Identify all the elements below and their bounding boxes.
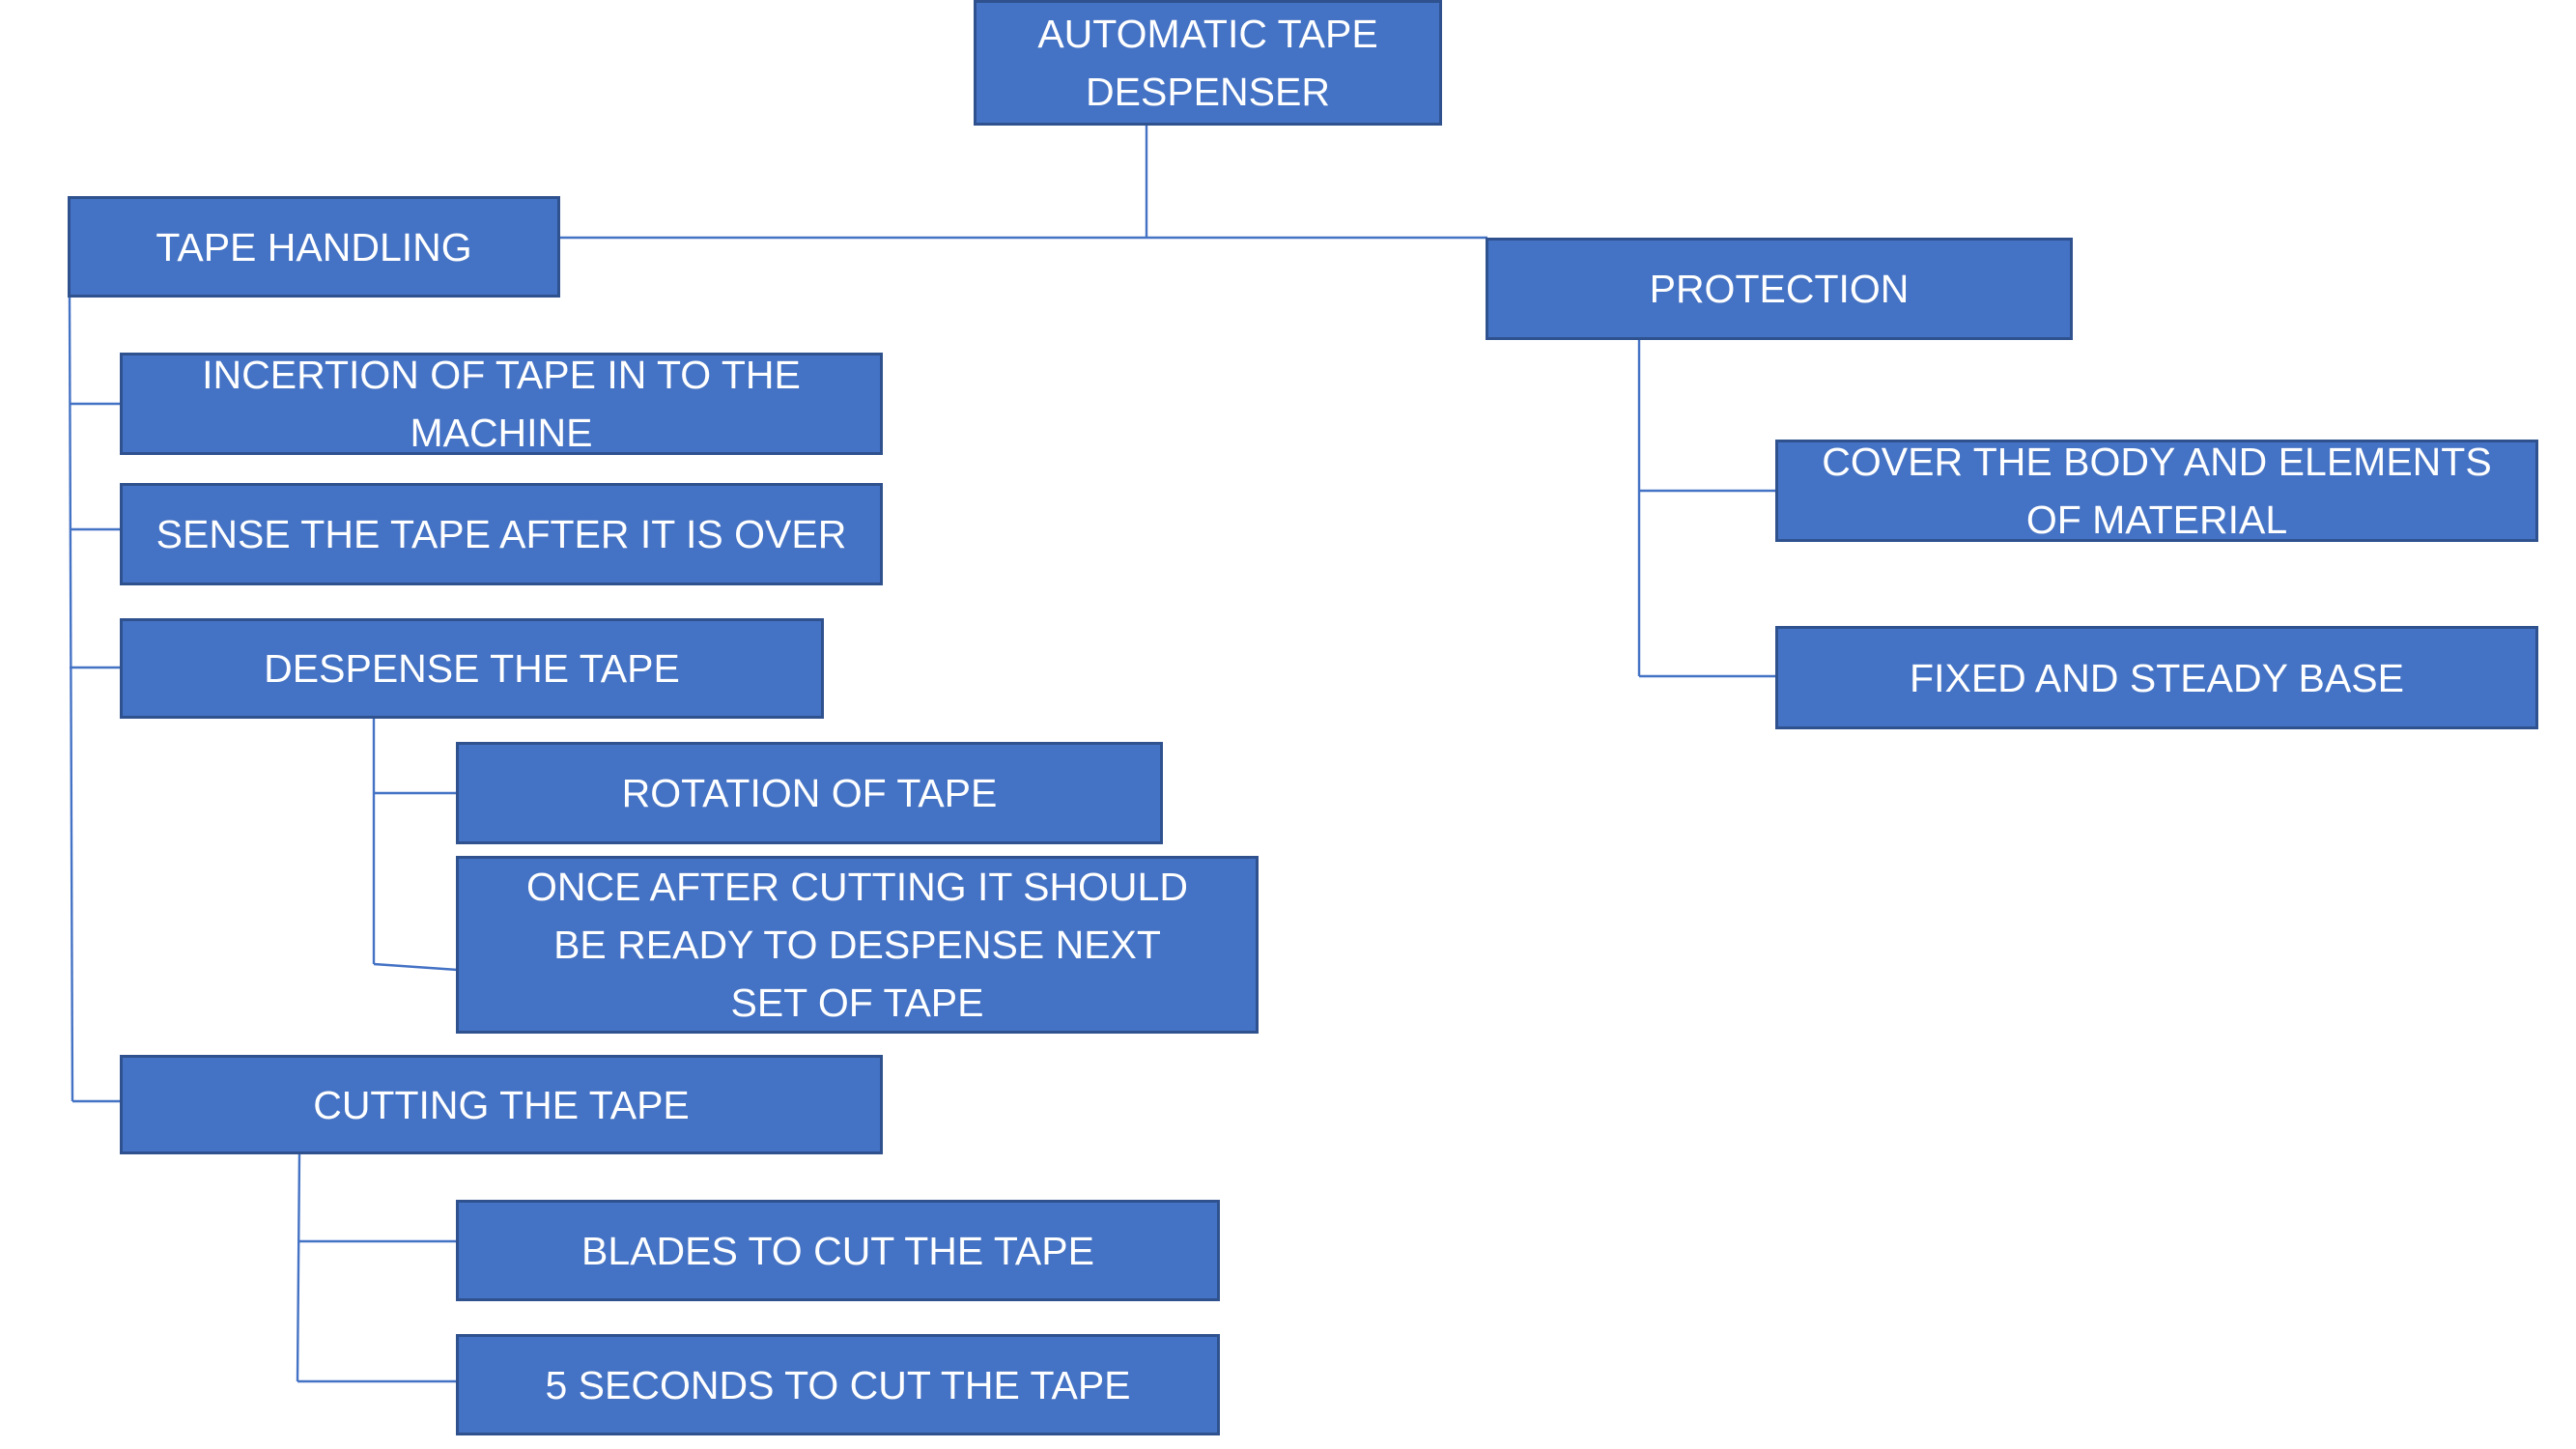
connector-ready-next (373, 962, 459, 972)
node-label: SENSE THE TAPE AFTER IT IS OVER (156, 512, 847, 556)
node-automatic-tape-despenser: AUTOMATIC TAPE DESPENSER (974, 0, 1442, 126)
node-sense-the-tape: SENSE THE TAPE AFTER IT IS OVER (120, 483, 883, 585)
node-label: DESPENSE THE TAPE (264, 646, 680, 691)
node-label: BLADES TO CUT THE TAPE (581, 1228, 1094, 1273)
node-despense-the-tape: DESPENSE THE TAPE (120, 618, 824, 719)
connector-tape-handling-stem (68, 295, 74, 1102)
node-label: ONCE AFTER CUTTING IT SHOULD BE READY TO… (526, 865, 1188, 1025)
node-label: PROTECTION (1649, 267, 1910, 311)
node-label: AUTOMATIC TAPE DESPENSER (1037, 12, 1378, 114)
node-fixed-steady-base: FIXED AND STEADY BASE (1775, 626, 2538, 729)
node-label: TAPE HANDLING (156, 224, 472, 270)
node-rotation-of-tape: ROTATION OF TAPE (456, 742, 1163, 844)
node-blades-to-cut: BLADES TO CUT THE TAPE (456, 1200, 1220, 1301)
node-ready-to-despense-next: ONCE AFTER CUTTING IT SHOULD BE READY TO… (456, 856, 1259, 1034)
node-label: ROTATION OF TAPE (621, 771, 998, 815)
connector-cutting-stem (296, 1151, 301, 1382)
node-cover-body: COVER THE BODY AND ELEMENTS OF MATERIAL (1775, 440, 2538, 542)
node-label: CUTTING THE TAPE (313, 1082, 690, 1127)
node-protection: PROTECTION (1486, 238, 2073, 340)
node-label: COVER THE BODY AND ELEMENTS OF MATERIAL (1822, 440, 2492, 542)
node-label: INCERTION OF TAPE IN TO THE MACHINE (202, 353, 801, 455)
node-label: FIXED AND STEADY BASE (1910, 655, 2404, 700)
node-label: 5 SECONDS TO CUT THE TAPE (545, 1362, 1131, 1407)
node-cutting-the-tape: CUTTING THE TAPE (120, 1055, 883, 1154)
node-tape-handling: TAPE HANDLING (68, 196, 560, 298)
node-incertion-of-tape: INCERTION OF TAPE IN TO THE MACHINE (120, 353, 883, 455)
node-five-seconds-to-cut: 5 SECONDS TO CUT THE TAPE (456, 1334, 1220, 1435)
